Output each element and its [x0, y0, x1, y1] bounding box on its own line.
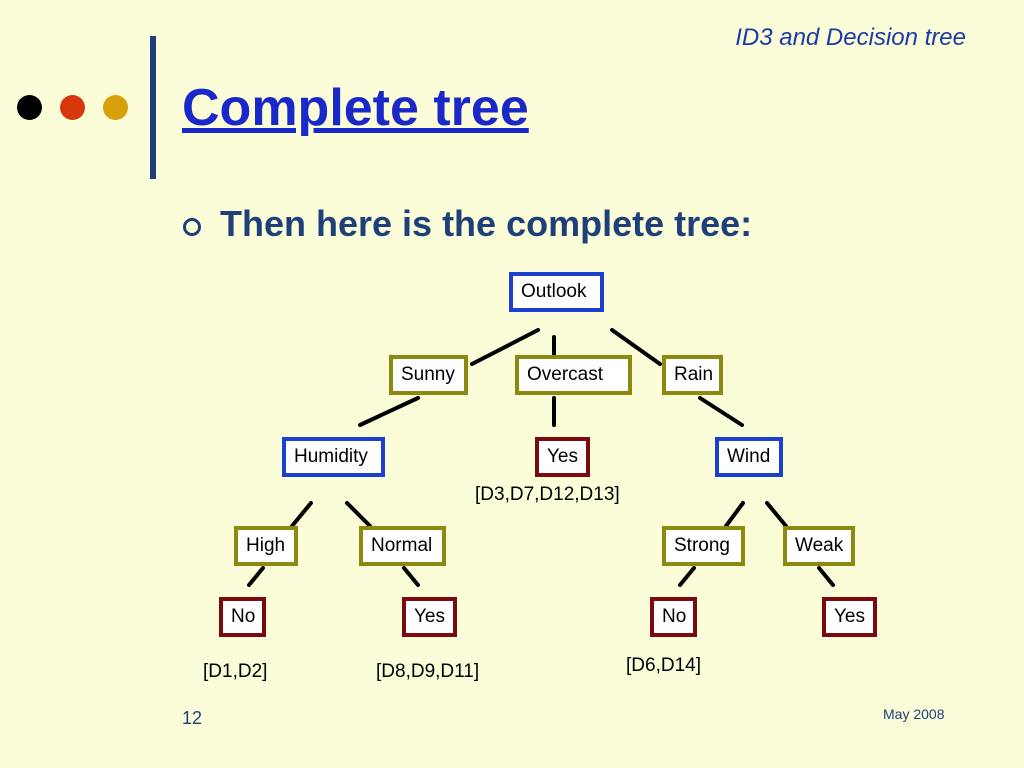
decor-dot-gold: [103, 95, 128, 120]
edge-wind-strong: [724, 501, 745, 528]
edge-strong-no: [678, 566, 696, 587]
edge-humidity-normal: [345, 501, 372, 528]
node-normal-yes: Yes: [402, 597, 457, 637]
node-sunny: Sunny: [389, 355, 468, 395]
edge-sunny-humidity: [358, 396, 420, 427]
edge-humidity-high: [290, 501, 313, 528]
node-overcast: Overcast: [515, 355, 632, 395]
node-humidity: Humidity: [282, 437, 385, 477]
node-high-no: No: [219, 597, 266, 637]
data-strong-no: [D6,D14]: [626, 655, 701, 676]
slide-date: May 2008: [883, 706, 945, 722]
bullet-text: Then here is the complete tree:: [220, 203, 753, 244]
data-high-no: [D1,D2]: [203, 661, 268, 682]
data-overcast-yes: [D3,D7,D12,D13]: [475, 484, 620, 505]
slide-title: Complete tree: [182, 79, 529, 137]
decor-dot-black: [17, 95, 42, 120]
node-weak: Weak: [783, 526, 855, 566]
edge-rain-wind: [698, 396, 744, 427]
edge-wind-weak: [765, 501, 788, 528]
decor-dot-red: [60, 95, 85, 120]
edge-weak-yes: [817, 566, 835, 587]
node-rain: Rain: [662, 355, 723, 395]
node-high: High: [234, 526, 298, 566]
edge-high-no: [247, 566, 265, 587]
node-strong: Strong: [662, 526, 745, 566]
edge-outlook-sunny: [470, 328, 540, 366]
header-title: ID3 and Decision tree: [735, 24, 966, 51]
bullet-icon: [183, 218, 201, 236]
node-weak-yes: Yes: [822, 597, 877, 637]
node-overcast-yes: Yes: [535, 437, 590, 477]
edge-outlook-rain: [610, 328, 662, 366]
page-number: 12: [182, 708, 203, 728]
node-strong-no: No: [650, 597, 697, 637]
title-divider: [150, 36, 156, 179]
data-normal-yes: [D8,D9,D11]: [376, 661, 480, 682]
node-wind: Wind: [715, 437, 783, 477]
edge-normal-yes: [402, 566, 420, 587]
node-outlook: Outlook: [509, 272, 604, 312]
node-normal: Normal: [359, 526, 446, 566]
